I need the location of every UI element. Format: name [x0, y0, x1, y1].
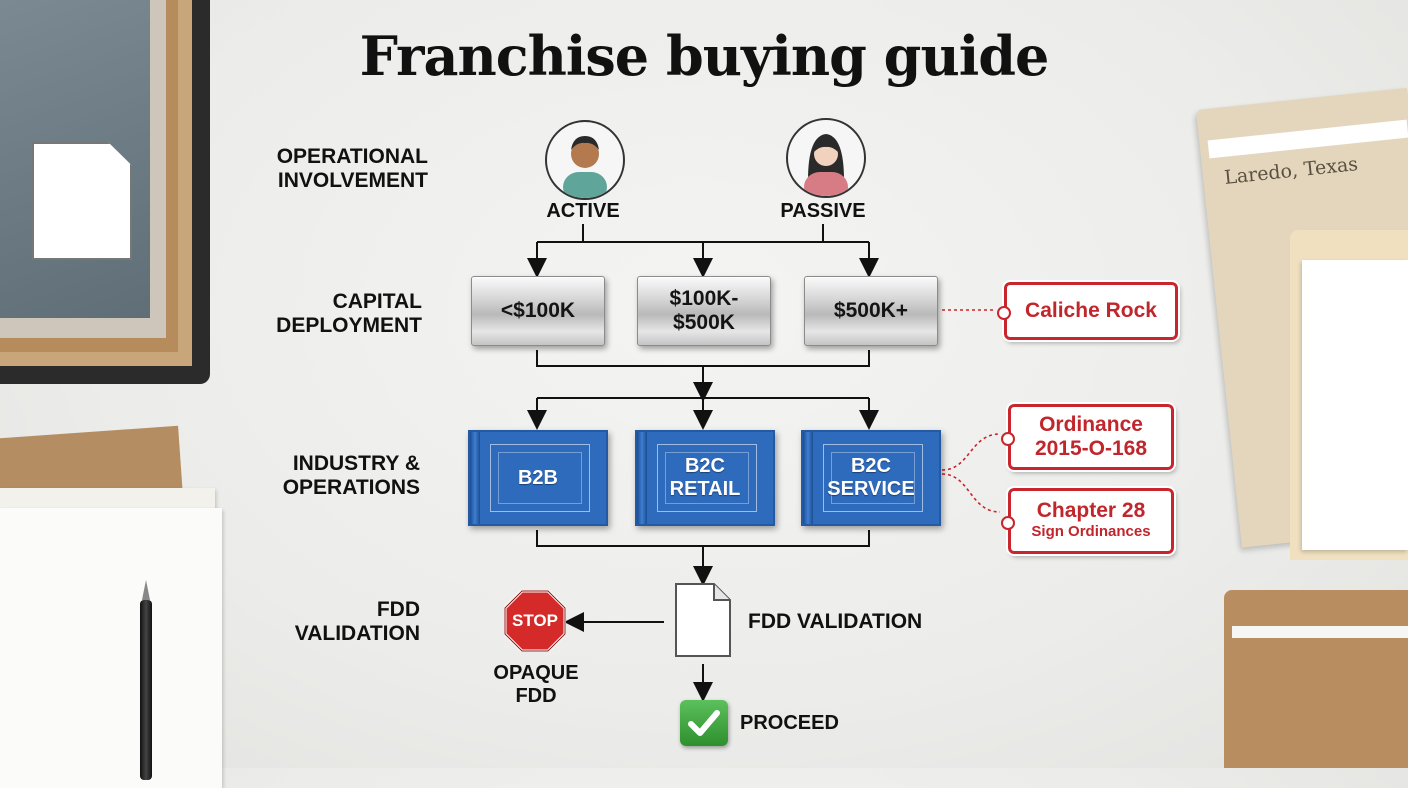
tag-hole-icon	[997, 306, 1011, 320]
involvement-active[interactable]: ACTIVE	[546, 200, 620, 222]
industry-option-b2c-retail[interactable]: B2C RETAIL	[635, 430, 775, 526]
tag-text-sub: Sign Ordinances	[1031, 523, 1151, 540]
folder-stack-top-left	[0, 0, 212, 384]
tag-hole-icon	[1001, 516, 1015, 530]
folder-right-top: Laredo, Texas	[1196, 87, 1408, 560]
industry-label: B2C RETAIL	[669, 455, 741, 500]
stage-label-fdd: FDD VALIDATION	[294, 598, 420, 645]
industry-label: B2C SERVICE	[827, 455, 915, 500]
industry-option-b2b[interactable]: B2B	[468, 430, 608, 526]
avatar-active	[545, 120, 625, 200]
stage-label-industry: INDUSTRY & OPERATIONS	[282, 452, 420, 499]
pen-icon	[140, 580, 152, 780]
involvement-passive[interactable]: PASSIVE	[780, 200, 866, 222]
tag-text-main: Chapter 28	[1036, 499, 1146, 522]
folder-right-bottom	[1224, 590, 1408, 768]
industry-option-b2c-service[interactable]: B2C SERVICE	[801, 430, 941, 526]
capital-option-under-100k[interactable]: <$100K	[471, 276, 605, 346]
opaque-fdd-label: OPAQUE FDD	[493, 662, 579, 707]
tag-text: Ordinance 2015-O-168	[1034, 413, 1148, 460]
stage-label-operational: OPERATIONAL INVOLVEMENT	[276, 145, 428, 192]
person-icon	[804, 134, 848, 196]
tag-hole-icon	[1001, 432, 1015, 446]
capital-option-500k-plus[interactable]: $500K+	[804, 276, 938, 346]
tag-ordinance: Ordinance 2015-O-168	[1001, 402, 1176, 472]
stop-sign-icon: STOP	[504, 590, 566, 652]
proceed-label: PROCEED	[740, 712, 839, 734]
person-icon	[563, 136, 607, 198]
tag-caliche-rock: Caliche Rock	[997, 280, 1180, 342]
stage-label-capital: CAPITAL DEPLOYMENT	[276, 290, 422, 337]
tag-chapter-28: Chapter 28 Sign Ordinances	[1001, 486, 1176, 556]
stop-sign-text: STOP	[512, 611, 558, 630]
fdd-document-icon	[674, 582, 732, 658]
industry-label: B2B	[517, 466, 558, 489]
flow-connectors	[527, 224, 1001, 702]
fdd-validation-label: FDD VALIDATION	[748, 610, 923, 633]
avatar-passive	[786, 118, 866, 198]
capital-option-100k-500k[interactable]: $100K- $500K	[637, 276, 771, 346]
paper-stack-left	[0, 425, 228, 788]
checkmark-icon	[680, 700, 728, 746]
page-title: Franchise buying guide	[359, 24, 1050, 88]
tag-text: Caliche Rock	[1025, 299, 1157, 322]
document-icon	[32, 142, 132, 260]
